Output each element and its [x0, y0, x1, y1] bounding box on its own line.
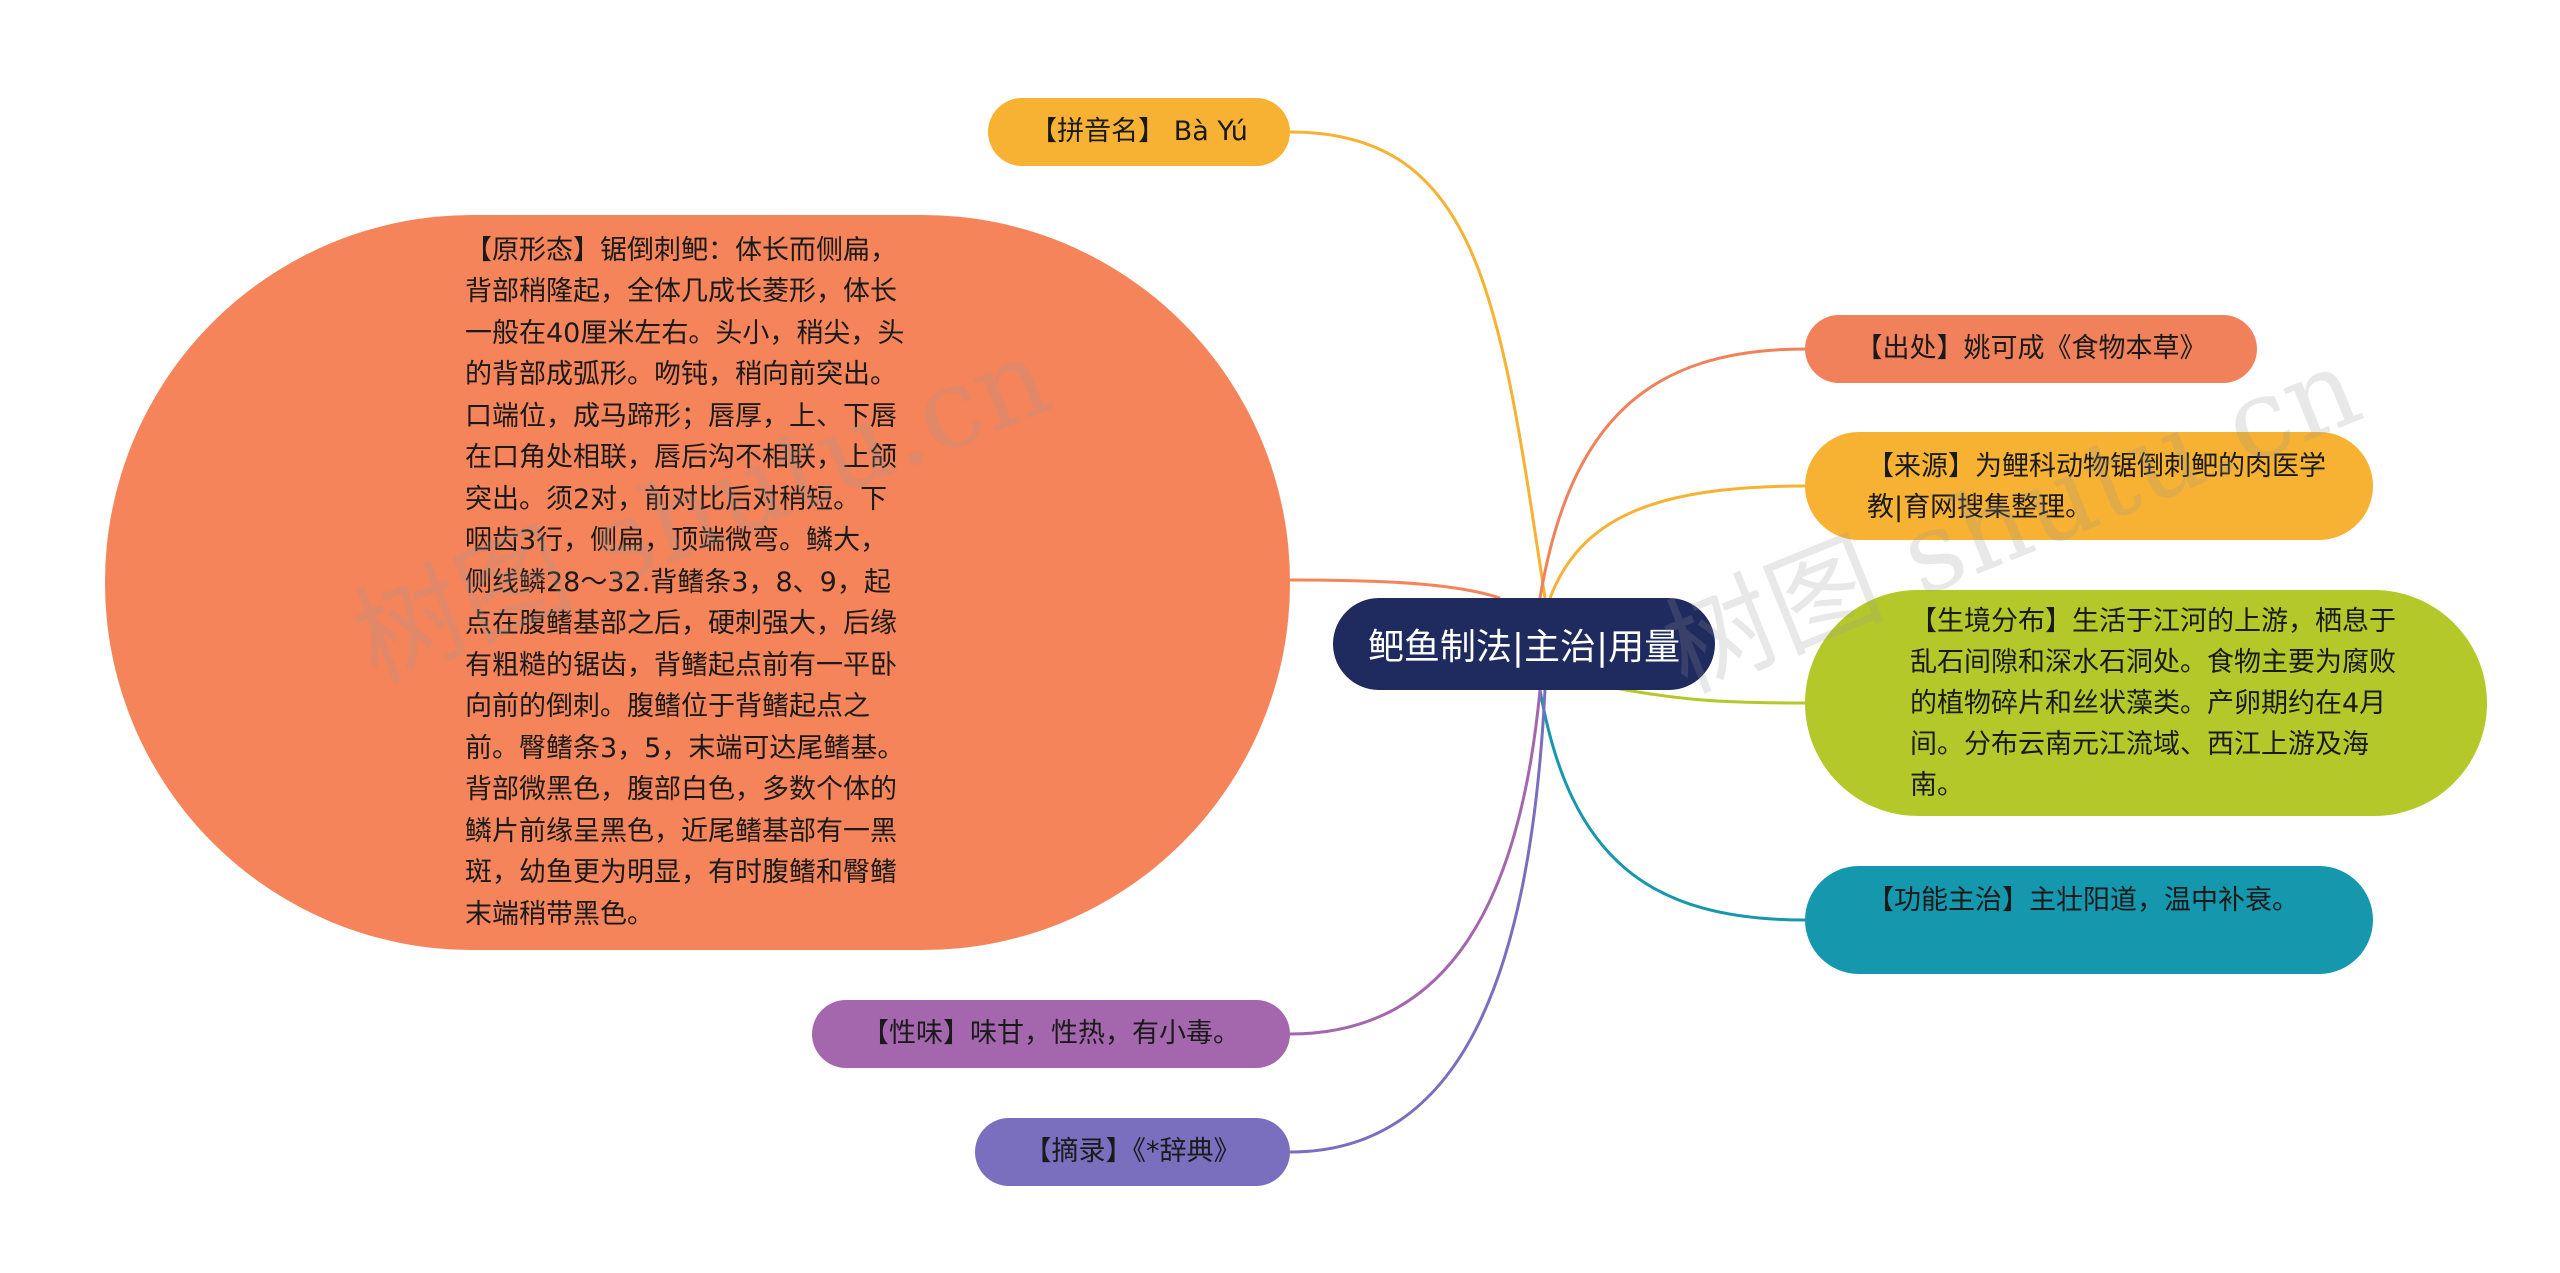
morphology-node[interactable]: 【原形态】锯倒刺鲃：体长而侧扁，背部稍隆起，全体几成长菱形，体长一般在40厘米左… [105, 215, 1290, 950]
habitat-node[interactable]: 【生境分布】生活于江河的上游，栖息于乱石间隙和深水石洞处。食物主要为腐败的植物碎… [1805, 590, 2487, 816]
habitat-label: 【生境分布】生活于江河的上游，栖息于乱石间隙和深水石洞处。食物主要为腐败的植物碎… [1910, 605, 2396, 801]
nature-taste-node[interactable]: 【性味】味甘，性热，有小毒。 [812, 1000, 1290, 1068]
link-yuanxing [1289, 578, 1501, 600]
function-node[interactable]: 【功能主治】主壮阳道，温中补衰。 [1805, 866, 2373, 974]
source-book-label: 【出处】姚可成《食物本草》 [1855, 333, 2207, 364]
excerpt-label: 【摘录】《*辞典》 [1024, 1136, 1241, 1167]
morphology-label: 【原形态】锯倒刺鲃：体长而侧扁，背部稍隆起，全体几成长菱形，体长一般在40厘米左… [465, 234, 905, 930]
origin-node[interactable]: 【来源】为鲤科动物锯倒刺鲃的肉医学教|育网搜集整理。 [1805, 432, 2373, 540]
link-zhailu [1289, 689, 1547, 1154]
pinyin-label: 【拼音名】 Bà Yú [1030, 116, 1248, 147]
link-gongneng [1538, 689, 1806, 922]
link-laiyuan [1548, 484, 1806, 599]
nature-taste-label: 【性味】味甘，性热，有小毒。 [862, 1018, 1240, 1049]
link-xingwei [1289, 689, 1542, 1036]
source-book-node[interactable]: 【出处】姚可成《食物本草》 [1805, 315, 2257, 383]
link-chuchu [1538, 347, 1806, 599]
link-shengjing [1614, 686, 1806, 705]
pinyin-node[interactable]: 【拼音名】 Bà Yú [988, 98, 1290, 166]
center-topic-label: 鲃鱼制法|主治|用量 [1367, 627, 1681, 668]
origin-label: 【来源】为鲤科动物锯倒刺鲃的肉医学教|育网搜集整理。 [1867, 451, 2326, 523]
link-pinyin [1289, 130, 1547, 599]
excerpt-node[interactable]: 【摘录】《*辞典》 [975, 1118, 1290, 1186]
function-label: 【功能主治】主壮阳道，温中补衰。 [1867, 885, 2299, 916]
center-topic-node[interactable]: 鲃鱼制法|主治|用量 [1333, 598, 1715, 690]
